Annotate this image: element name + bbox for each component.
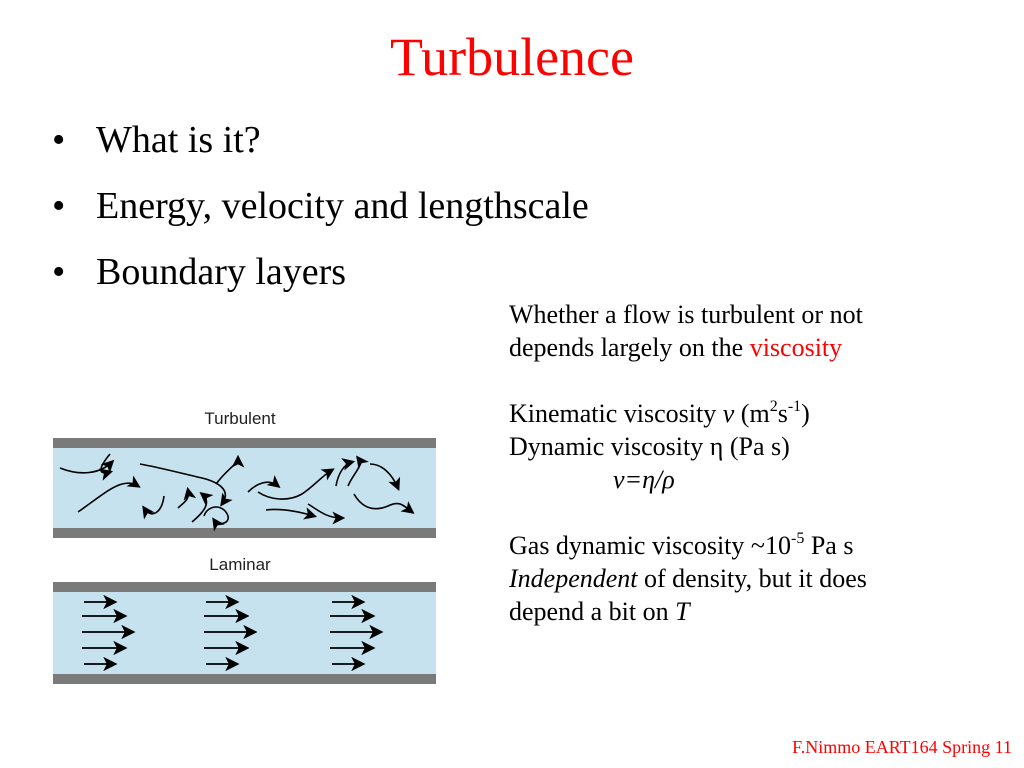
eddy-arrow xyxy=(369,463,401,491)
bullet-item: • Boundary layers xyxy=(52,250,589,294)
eddy-arrow xyxy=(142,495,165,520)
eddy-arrow xyxy=(59,459,115,474)
fluid-region xyxy=(53,592,436,674)
laminar-arrows xyxy=(82,594,384,672)
pipe-wall-bottom xyxy=(53,528,436,538)
temperature-var: T xyxy=(675,597,690,626)
independent-emph: Independent xyxy=(509,564,638,593)
turbulent-label: Turbulent xyxy=(204,409,275,428)
eddy-arrow xyxy=(177,486,197,509)
eddy-arrow xyxy=(99,453,114,481)
eddy-arrow xyxy=(139,463,233,507)
kinematic-unit-mid: s xyxy=(777,399,788,428)
eddy-arrow xyxy=(347,455,369,487)
eddy-arrow xyxy=(203,506,229,532)
pipe-wall-bottom xyxy=(53,674,436,684)
independent-line: Independent of density, but it does xyxy=(509,562,1009,595)
eddy-arrow xyxy=(257,468,335,500)
dynamic-viscosity-line: Dynamic viscosity η (Pa s) xyxy=(509,430,1009,463)
kinematic-unit-open: (m xyxy=(734,399,770,428)
gas-exp: -5 xyxy=(790,530,805,547)
laminar-label: Laminar xyxy=(209,555,271,574)
eddy-arrow xyxy=(77,475,141,513)
bullet-dot: • xyxy=(52,119,66,161)
pipe-wall-top xyxy=(53,582,436,592)
flow-line-1: Whether a flow is turbulent or not xyxy=(509,300,863,329)
bullet-text: Energy, velocity and lengthscale xyxy=(96,185,589,227)
eddy-arrow xyxy=(335,458,356,487)
kinematic-viscosity-line: Kinematic viscosity ν (m2s-1) xyxy=(509,397,1009,430)
bullet-item: • What is it? xyxy=(52,118,589,162)
kinematic-label: Kinematic viscosity xyxy=(509,399,723,428)
eddy-arrow xyxy=(191,491,214,523)
eddy-arrow xyxy=(215,454,245,485)
viscosity-relation: ν=η/ρ xyxy=(613,465,675,494)
flow-line-2-prefix: depends largely on the xyxy=(509,333,750,362)
bullet-text: What is it? xyxy=(96,119,261,161)
eddy-arrow xyxy=(307,503,346,525)
dynamic-unit: (Pa s) xyxy=(723,432,790,461)
flow-line-2: depends largely on the viscosity xyxy=(509,331,1009,364)
eddy-arrow xyxy=(247,475,281,493)
kinematic-unit-close: ) xyxy=(801,399,810,428)
slide-title: Turbulence xyxy=(390,27,634,87)
spacer xyxy=(509,496,1009,529)
gas-suffix: Pa s xyxy=(804,531,854,560)
bullet-dot: • xyxy=(52,251,66,293)
eddy-arrows xyxy=(59,453,415,532)
independent-rest: of density, but it does xyxy=(637,564,867,593)
eddy-arrow xyxy=(265,507,318,520)
kinematic-exp-1: 2 xyxy=(769,398,778,415)
gas-viscosity-line: Gas dynamic viscosity ~10-5 Pa s xyxy=(509,529,1009,562)
slide-footer: F.Nimmo EART164 Spring 11 xyxy=(792,737,1012,757)
depend-prefix: depend a bit on xyxy=(509,597,676,626)
pipe-wall-top xyxy=(53,438,436,448)
depend-line: depend a bit on T xyxy=(509,595,1009,628)
kinematic-exp-2: -1 xyxy=(787,398,802,415)
turbulent-pipe xyxy=(53,438,436,538)
viscosity-highlight: viscosity xyxy=(749,333,843,362)
bullet-dot: • xyxy=(52,185,66,227)
bullet-list: • What is it? • Energy, velocity and len… xyxy=(52,118,589,316)
bullet-item: • Energy, velocity and lengthscale xyxy=(52,184,589,228)
dynamic-label: Dynamic viscosity xyxy=(509,432,710,461)
eddy-arrow xyxy=(353,493,415,514)
bullet-text: Boundary layers xyxy=(96,251,347,293)
fluid-region xyxy=(53,448,436,528)
gas-prefix: Gas dynamic viscosity ~10 xyxy=(509,531,791,560)
flow-diagram: Turbulent Laminar xyxy=(53,409,436,684)
viscosity-text-block: Whether a flow is turbulent or not depen… xyxy=(509,298,1009,628)
spacer xyxy=(509,364,1009,397)
eta-symbol: η xyxy=(709,432,724,461)
nu-symbol: ν xyxy=(722,399,735,428)
laminar-pipe xyxy=(53,582,436,684)
